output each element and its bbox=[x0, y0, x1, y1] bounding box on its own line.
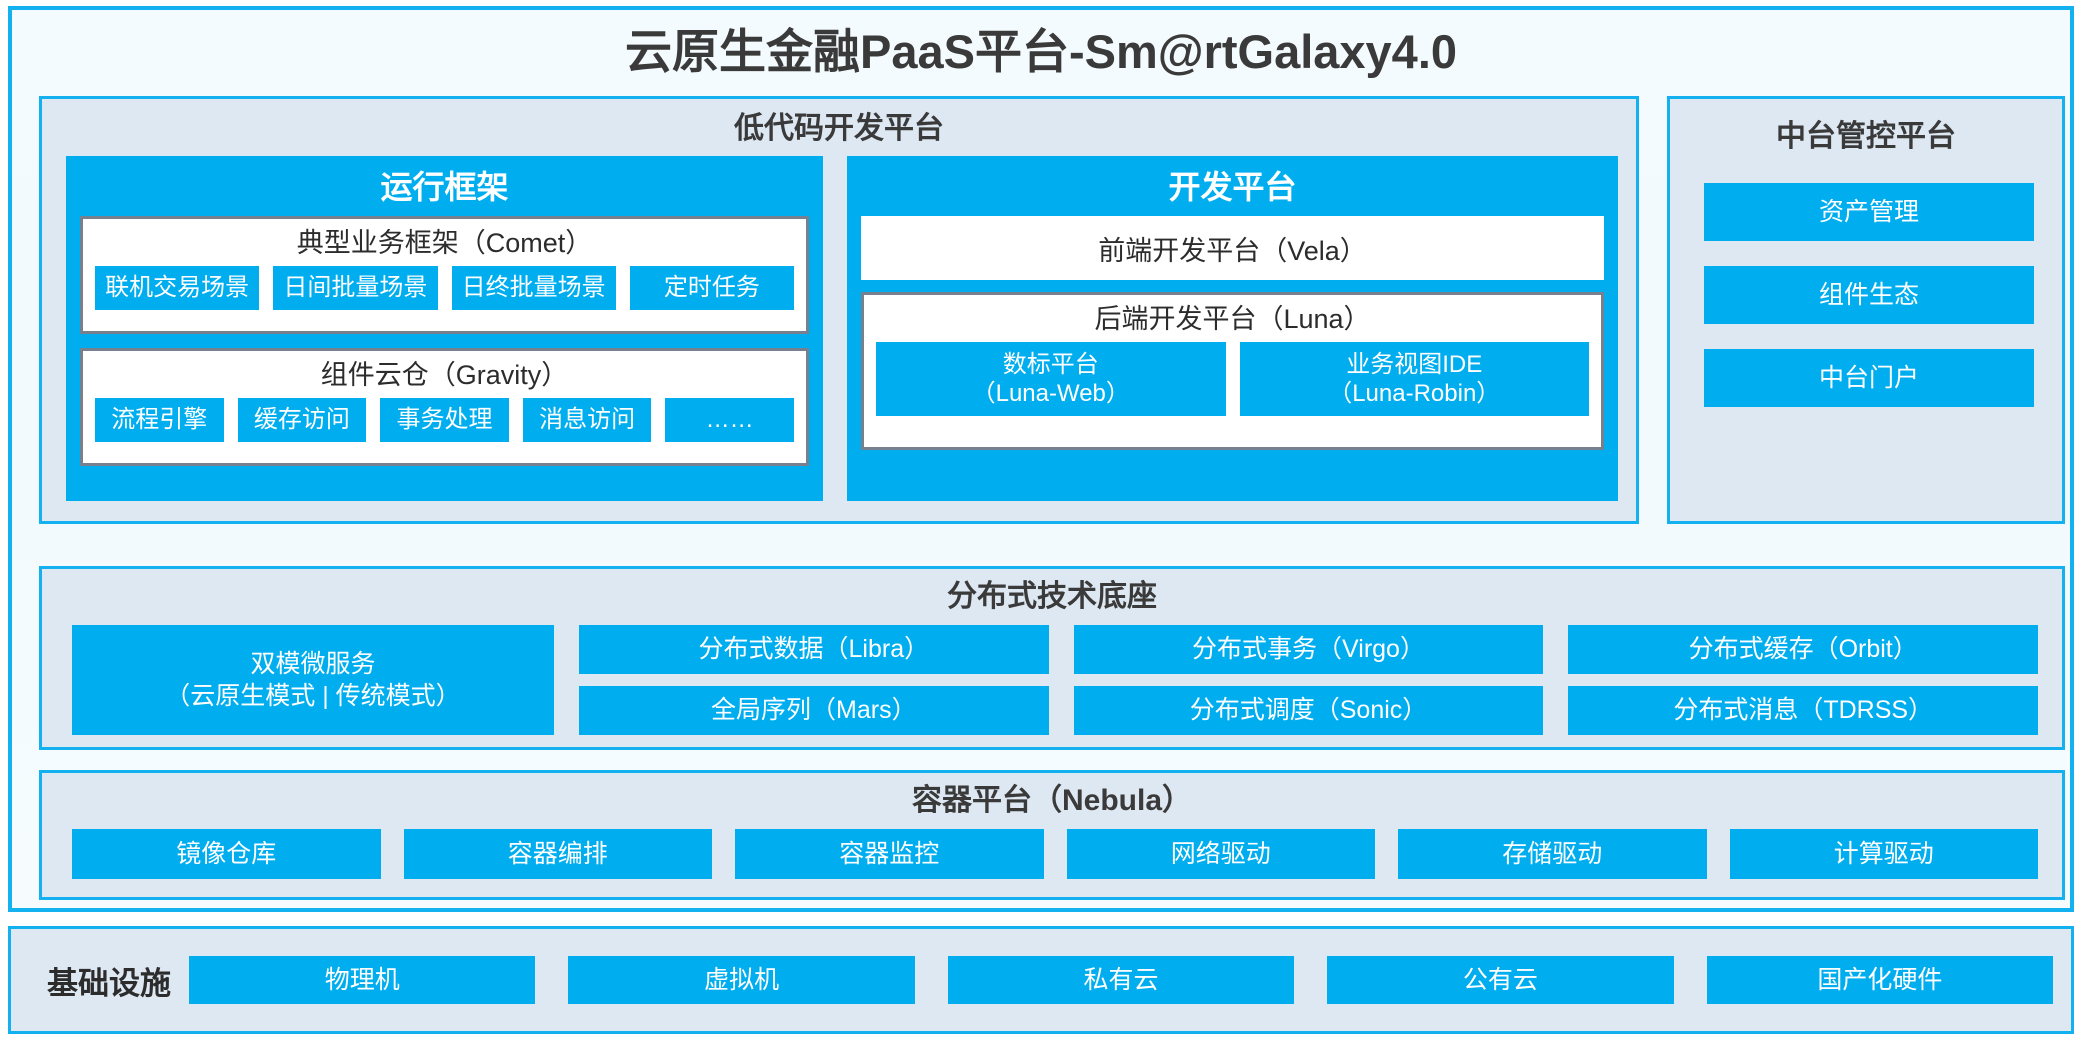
section-container-platform: 容器平台（Nebula） 镜像仓库 容器编排 容器监控 网络驱动 存储驱动 计算… bbox=[39, 770, 2065, 900]
chip-container-2[interactable]: 容器监控 bbox=[735, 829, 1044, 879]
chip-container-3[interactable]: 网络驱动 bbox=[1066, 829, 1375, 879]
infra-content: 基础设施 物理机 虚拟机 私有云 公有云 国产化硬件 bbox=[11, 929, 2071, 1031]
group-dev-platform: 开发平台 前端开发平台（Vela） 后端开发平台（Luna） 数标平台 （Lun… bbox=[847, 156, 1618, 501]
tech-content: 双模微服务 （云原生模式 | 传统模式） 分布式数据（Libra） 全局序列（M… bbox=[72, 625, 2039, 735]
platform-frame: 云原生金融PaaS平台-Sm@rtGalaxy4.0 低代码开发平台 运行框架 … bbox=[8, 6, 2074, 912]
group-title-gravity: 组件云仓（Gravity） bbox=[320, 360, 569, 391]
infra-chip-row: 物理机 虚拟机 私有云 公有云 国产化硬件 bbox=[189, 956, 2054, 1004]
chip-infra-3[interactable]: 公有云 bbox=[1327, 956, 1674, 1004]
luna-chip-row: 数标平台 （Luna-Web） 业务视图IDE （Luna-Robin） bbox=[864, 341, 1601, 428]
chip-infra-2[interactable]: 私有云 bbox=[947, 956, 1295, 1004]
group-title-dev-platform: 开发平台 bbox=[1168, 169, 1297, 205]
comet-chip-row: 联机交易场景 日间批量场景 日终批量场景 定时任务 bbox=[83, 265, 806, 322]
chip-tech-1-0[interactable]: 分布式事务（Virgo） bbox=[1073, 625, 1544, 674]
group-gravity: 组件云仓（Gravity） 流程引擎 缓存访问 事务处理 消息访问 …… bbox=[80, 348, 809, 467]
gravity-chip-row: 流程引擎 缓存访问 事务处理 消息访问 …… bbox=[83, 397, 806, 454]
mgmt-item-list: 资产管理 组件生态 中台门户 bbox=[1704, 183, 2034, 407]
chip-tech-2-0[interactable]: 分布式缓存（Orbit） bbox=[1568, 625, 2039, 674]
chip-gravity-2[interactable]: 事务处理 bbox=[380, 397, 509, 442]
chip-container-1[interactable]: 容器编排 bbox=[403, 829, 712, 879]
page-title: 云原生金融PaaS平台-Sm@rtGalaxy4.0 bbox=[624, 25, 1458, 78]
group-title-runtime-framework: 运行框架 bbox=[380, 169, 509, 205]
infra-label: 基础设施 bbox=[47, 965, 171, 1001]
chip-tech-0-0[interactable]: 分布式数据（Libra） bbox=[579, 625, 1049, 674]
section-title-tech-base: 分布式技术底座 bbox=[947, 580, 1157, 613]
chip-gravity-1[interactable]: 缓存访问 bbox=[237, 397, 367, 442]
chip-container-5[interactable]: 计算驱动 bbox=[1729, 829, 2038, 879]
section-lowcode-platform: 低代码开发平台 运行框架 典型业务框架（Comet） 联机交易场景 日间批量场景… bbox=[39, 96, 1639, 524]
chip-mgmt-0[interactable]: 资产管理 bbox=[1704, 183, 2034, 241]
box-frontend-dev-platform[interactable]: 前端开发平台（Vela） bbox=[861, 216, 1604, 281]
chip-gravity-0[interactable]: 流程引擎 bbox=[95, 397, 224, 442]
chip-container-4[interactable]: 存储驱动 bbox=[1398, 829, 1707, 879]
section-title-mgmt: 中台管控平台 bbox=[1776, 120, 1956, 153]
chip-comet-1[interactable]: 日间批量场景 bbox=[273, 265, 438, 310]
chip-infra-0[interactable]: 物理机 bbox=[189, 956, 536, 1004]
group-runtime-framework: 运行框架 典型业务框架（Comet） 联机交易场景 日间批量场景 日终批量场景 … bbox=[66, 156, 823, 501]
tech-col-1: 分布式事务（Virgo） 分布式调度（Sonic） bbox=[1073, 625, 1544, 735]
chip-luna-robin[interactable]: 业务视图IDE （Luna-Robin） bbox=[1239, 341, 1589, 416]
group-comet: 典型业务框架（Comet） 联机交易场景 日间批量场景 日终批量场景 定时任务 bbox=[80, 216, 809, 335]
container-chip-row: 镜像仓库 容器编排 容器监控 网络驱动 存储驱动 计算驱动 bbox=[72, 829, 2038, 879]
chip-mgmt-1[interactable]: 组件生态 bbox=[1704, 266, 2034, 324]
section-mgmt-platform: 中台管控平台 资产管理 组件生态 中台门户 bbox=[1667, 96, 2065, 524]
section-title-lowcode: 低代码开发平台 bbox=[734, 112, 944, 145]
chip-comet-3[interactable]: 定时任务 bbox=[629, 265, 794, 310]
tech-wide-col: 双模微服务 （云原生模式 | 传统模式） bbox=[72, 625, 554, 735]
chip-gravity-3[interactable]: 消息访问 bbox=[522, 397, 652, 442]
chip-mgmt-2[interactable]: 中台门户 bbox=[1704, 349, 2034, 407]
chip-comet-0[interactable]: 联机交易场景 bbox=[95, 265, 260, 310]
section-distributed-tech-base: 分布式技术底座 双模微服务 （云原生模式 | 传统模式） 分布式数据（Libra… bbox=[39, 566, 2065, 750]
group-title-comet: 典型业务框架（Comet） bbox=[296, 228, 593, 259]
group-title-backend-dev-platform: 后端开发平台（Luna） bbox=[1094, 304, 1371, 335]
chip-infra-1[interactable]: 虚拟机 bbox=[568, 956, 915, 1004]
tech-col-0: 分布式数据（Libra） 全局序列（Mars） bbox=[579, 625, 1049, 735]
section-title-container-platform: 容器平台（Nebula） bbox=[911, 784, 1193, 817]
lowcode-content: 运行框架 典型业务框架（Comet） 联机交易场景 日间批量场景 日终批量场景 … bbox=[66, 156, 1618, 501]
chip-dual-mode-microservice[interactable]: 双模微服务 （云原生模式 | 传统模式） bbox=[72, 625, 554, 735]
chip-comet-2[interactable]: 日终批量场景 bbox=[451, 265, 616, 310]
chip-tech-1-1[interactable]: 分布式调度（Sonic） bbox=[1073, 686, 1544, 735]
chip-tech-2-1[interactable]: 分布式消息（TDRSS） bbox=[1568, 686, 2039, 735]
chip-container-0[interactable]: 镜像仓库 bbox=[72, 829, 381, 879]
section-infrastructure: 基础设施 物理机 虚拟机 私有云 公有云 国产化硬件 bbox=[8, 926, 2074, 1034]
tech-col-2: 分布式缓存（Orbit） 分布式消息（TDRSS） bbox=[1568, 625, 2039, 735]
chip-tech-0-1[interactable]: 全局序列（Mars） bbox=[579, 686, 1049, 735]
chip-infra-4[interactable]: 国产化硬件 bbox=[1706, 956, 2054, 1004]
group-backend-dev-platform: 后端开发平台（Luna） 数标平台 （Luna-Web） 业务视图IDE （Lu… bbox=[861, 292, 1604, 451]
chip-luna-web[interactable]: 数标平台 （Luna-Web） bbox=[876, 341, 1226, 416]
chip-gravity-4[interactable]: …… bbox=[665, 397, 794, 442]
